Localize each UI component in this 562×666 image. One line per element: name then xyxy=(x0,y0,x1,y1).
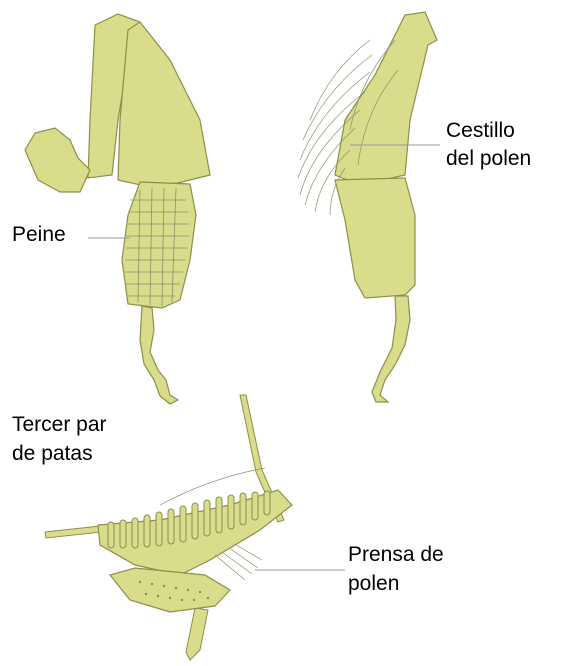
leg-outer-view xyxy=(298,12,437,402)
leg-coxa xyxy=(25,128,90,192)
leg-basitarsus-outer xyxy=(335,178,415,298)
leg-tarsus xyxy=(140,306,178,404)
press-lower-spur xyxy=(186,608,208,660)
leg-inner-view xyxy=(25,14,210,404)
press-left-segment xyxy=(45,526,102,538)
leg-tibia xyxy=(118,22,210,186)
leg-basitarsus-comb xyxy=(122,182,196,308)
label-prensa-line1: Prensa de xyxy=(348,542,444,568)
press-lower-plate xyxy=(110,568,230,612)
label-tercer-line1: Tercer par xyxy=(12,412,107,438)
label-tercer-line2: de patas xyxy=(12,441,93,467)
leg-tarsus-outer xyxy=(372,296,410,402)
label-peine: Peine xyxy=(12,222,66,248)
label-prensa-line2: polen xyxy=(348,571,399,597)
label-cestillo-line1: Cestillo xyxy=(446,118,515,144)
leg-tibia-basket xyxy=(335,12,437,185)
label-cestillo-line2: del polen xyxy=(446,146,531,172)
